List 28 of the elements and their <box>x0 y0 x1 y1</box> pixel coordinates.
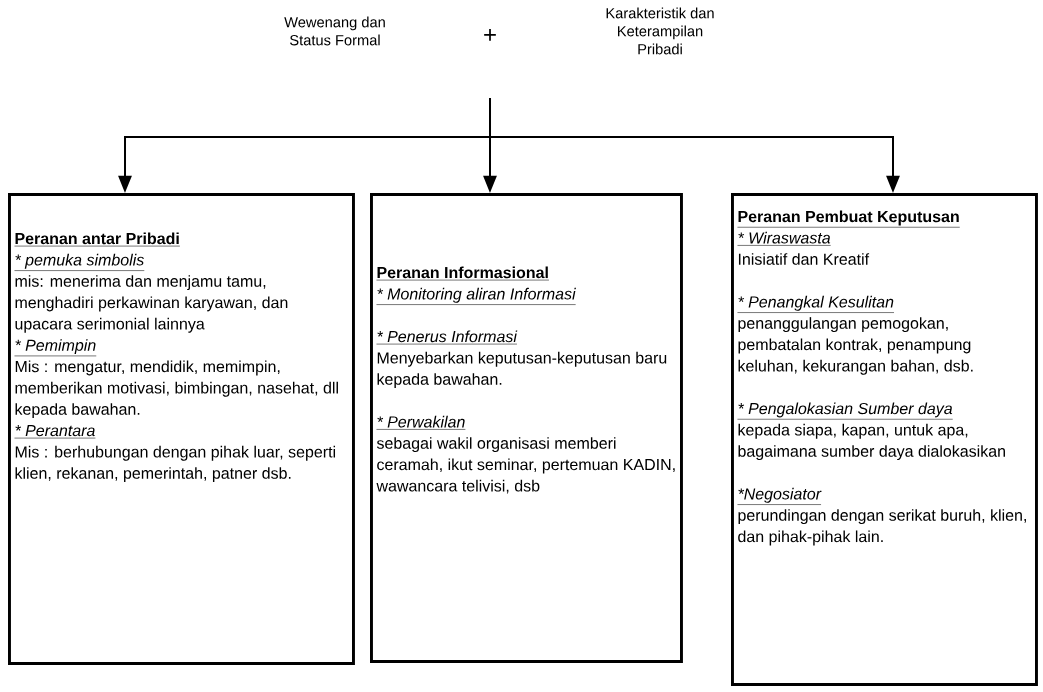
role-description: perundingan dengan serikat buruh, klien, dan pihak-pihak lain. <box>738 509 1026 546</box>
role-heading: Peranan Pembuat Keputusan <box>737 210 960 228</box>
role-subheading: * Pemimpin <box>14 339 97 357</box>
role-description: Mis : mengatur, mendidik, memimpin, memberikan motivasi, bimbingan, nasehat, dll kepada bawahan. <box>15 360 338 419</box>
role-subheading: * Monitoring aliran Informasi <box>376 287 576 305</box>
role-subheading: * Penerus Informasi <box>376 330 518 345</box>
role-description: Mis : berhubungan dengan pihak luar, seperti klien, rekanan, pemerintah, patner dsb. <box>15 445 335 483</box>
heading-text: Wewenang dan Status Formal <box>284 16 385 46</box>
role-box <box>731 193 1038 686</box>
role-heading: Peranan antar Pribadi <box>14 232 181 247</box>
role-heading: Peranan Informasional <box>376 266 550 281</box>
plus-sign: + <box>484 29 496 41</box>
role-box <box>8 193 355 665</box>
role-box <box>370 193 683 663</box>
heading-text: Karakteristik dan Keterampilan Pribadi <box>606 7 714 55</box>
role-description: Inisiatif dan Kreatif <box>738 253 870 265</box>
role-subheading: * Penangkal Kesulitan <box>737 295 895 313</box>
role-subheading: * Pengalokasian Sumber daya <box>737 402 953 420</box>
role-subheading: * pemuka simbolis <box>14 253 145 271</box>
role-description: sebagai wakil organisasi memberi ceramah, ikut seminar, pertemuan KADIN, wawancara telivisi, dsb <box>376 437 675 494</box>
role-subheading: * Perwakilan <box>376 415 466 430</box>
role-description: penanggulangan pemogokan, pembatalan kontrak, penampung keluhan, kekurangan bahan, dsb. <box>738 317 973 375</box>
role-subheading: * Wiraswasta <box>737 231 831 246</box>
role-description: Menyebarkan keputusan-keputusan baru kepada bawahan. <box>377 351 667 389</box>
role-description: mis: menerima dan menjamu tamu, menghadiri perkawinan karyawan, dan upacara serimonial lainnya <box>15 275 288 333</box>
role-subheading: *Negosiator <box>737 487 822 505</box>
role-description: kepada siapa, kapan, untuk apa, bagaimana sumber daya dialokasikan <box>738 423 1005 461</box>
role-subheading: * Perantara <box>14 425 96 439</box>
